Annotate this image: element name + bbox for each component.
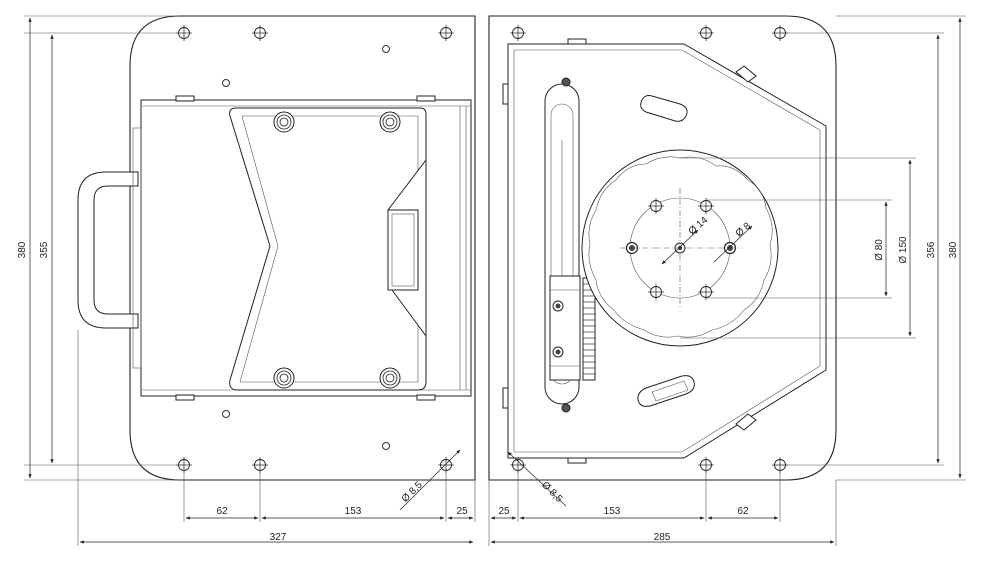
upper-slot [640,95,688,122]
left-view: 380 355 62 153 25 327 Ø 8,5 [17,15,476,546]
right-dim-62: 62 [737,506,749,517]
left-screw [273,111,295,133]
right-dim-153: 153 [604,506,621,517]
left-screw [379,111,401,133]
right-dim-356: 356 [926,241,937,258]
left-small-hole [382,45,390,53]
left-dim-327: 327 [270,532,287,543]
left-dim-hole-dia: Ø 8,5 [400,479,425,504]
cover-plate [229,107,427,391]
left-dim-62: 62 [216,506,228,517]
right-dim-25: 25 [498,506,510,517]
right-view: Ø 14 Ø 8 Ø 80 Ø 150 356 380 25 153 62 28… [488,15,966,546]
dim-dia-80: Ø 80 [874,239,885,261]
right-dim-285: 285 [654,532,671,543]
left-small-hole [382,442,390,450]
right-dim-380: 380 [948,241,959,258]
dim-dia-150: Ø 150 [898,236,909,264]
left-screw [273,367,295,389]
rotary-disc-wavy [588,156,773,338]
left-dim-380: 380 [17,241,28,258]
left-small-hole [222,79,230,87]
left-dim-355: 355 [39,241,50,258]
handle [77,171,139,329]
left-small-hole [222,410,230,418]
left-dim-153: 153 [345,506,362,517]
left-dim-25: 25 [456,506,468,517]
lower-slot [637,375,695,407]
left-screw [379,367,401,389]
